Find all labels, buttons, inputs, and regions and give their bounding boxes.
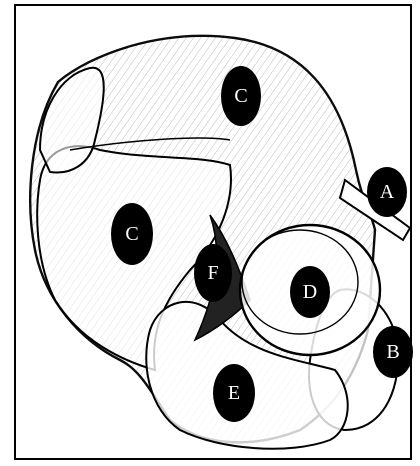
label-c-top: C [221,66,261,126]
label-c-left: C [111,203,153,265]
label-b: B [373,326,413,378]
label-d: D [290,266,330,318]
label-e: E [213,364,255,422]
label-f: F [194,244,232,302]
label-a: A [367,167,407,217]
